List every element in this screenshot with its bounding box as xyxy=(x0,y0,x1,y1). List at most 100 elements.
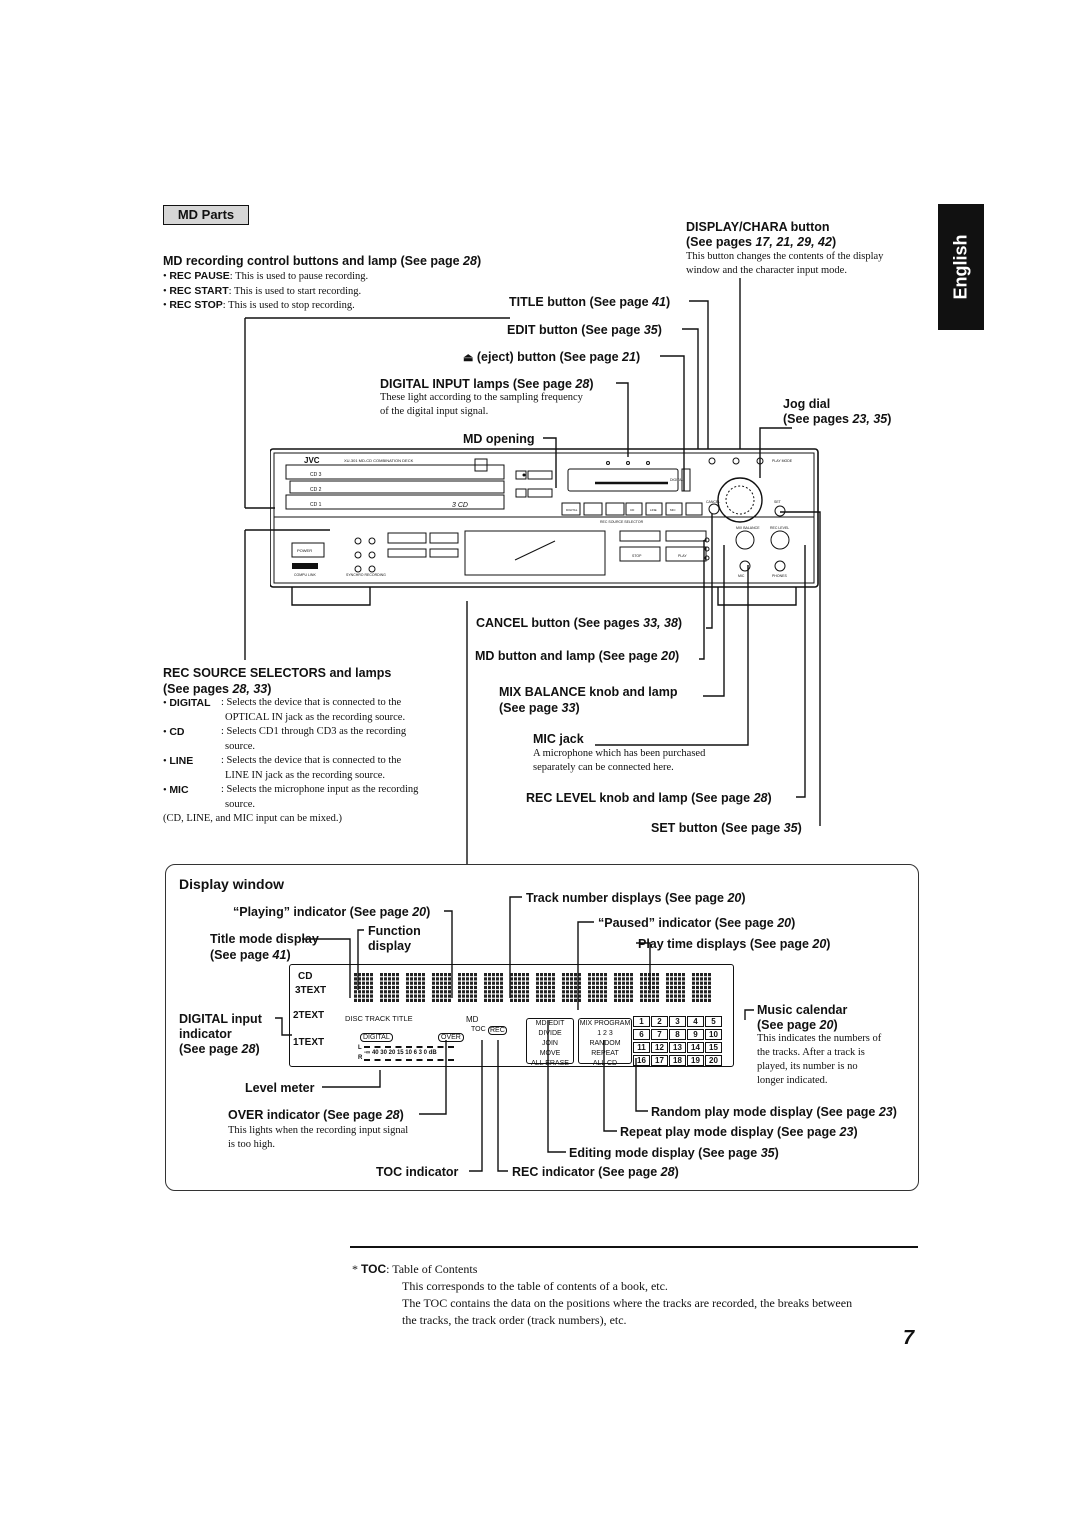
svg-text:STOP: STOP xyxy=(632,554,642,558)
svg-text:3 CD: 3 CD xyxy=(452,502,468,509)
toc-indicator-label: TOC indicator xyxy=(376,1165,459,1179)
title-button-label: TITLE button (See page 41) xyxy=(509,295,671,309)
jog-dial-pages: (See pages 23, 35) xyxy=(783,412,892,426)
display-chara-desc: This button changes the contents of the … xyxy=(686,251,884,276)
calendar-cell: 12 xyxy=(651,1042,668,1053)
level-meter-label: Level meter xyxy=(245,1081,315,1095)
random-play-label: Random play mode display (See page 23) xyxy=(651,1105,897,1119)
set-button-label: SET button (See page 35) xyxy=(651,821,802,835)
svg-text:XU-301 MD-CD COMBINATION DECK: XU-301 MD-CD COMBINATION DECK xyxy=(344,458,414,463)
md-cd-deck-illustration: JVC XU-301 MD-CD COMBINATION DECK CD 3 C… xyxy=(270,448,819,606)
svg-text:SYNCHRO RECORDING: SYNCHRO RECORDING xyxy=(346,573,386,577)
rec-source-item: • DIGITAL: Selects the device that is co… xyxy=(163,697,402,709)
lcd-meter-r: R xyxy=(358,1055,363,1061)
display-window-panel xyxy=(165,864,919,1191)
rec-source-item: • CD: Selects CD1 through CD3 as the rec… xyxy=(163,726,407,738)
music-calendar-heading: Music calendar xyxy=(757,1003,848,1017)
calendar-cell: 7 xyxy=(651,1029,668,1040)
calendar-cell: 11 xyxy=(633,1042,650,1053)
svg-text:COMPU LINK: COMPU LINK xyxy=(294,573,316,577)
svg-text:DIGITAL: DIGITAL xyxy=(566,508,578,512)
over-indicator-desc: This lights when the recording input sig… xyxy=(228,1125,409,1150)
function-display-label-2: display xyxy=(368,939,412,953)
rec-stop-item: • REC STOP: This is used to stop recordi… xyxy=(163,299,355,311)
lcd-rec: REC xyxy=(488,1026,507,1035)
edit-button-label: EDIT button (See page 35) xyxy=(507,323,662,337)
digital-input-page: (See page 28) xyxy=(179,1042,260,1056)
paused-indicator-label: “Paused” indicator (See page 20) xyxy=(598,916,796,930)
lcd-text1: 1TEXT xyxy=(293,1037,325,1048)
rec-source-heading: REC SOURCE SELECTORS and lamps xyxy=(163,666,392,680)
track-number-label: Track number displays (See page 20) xyxy=(526,891,746,905)
calendar-cell: 2 xyxy=(651,1016,668,1027)
lcd-disc-track-title: DISC TRACK TITLE xyxy=(345,1014,413,1023)
calendar-cell: 10 xyxy=(705,1029,722,1040)
calendar-cell: 4 xyxy=(687,1016,704,1027)
digital-input-lamps-label: DIGITAL INPUT lamps (See page 28) xyxy=(380,377,594,391)
lcd-meter-scale: -∞ 40 30 20 15 10 6 3 0 dB xyxy=(364,1050,437,1056)
svg-text:SET: SET xyxy=(774,500,782,504)
lcd-meter-l: L xyxy=(358,1045,362,1051)
svg-text:MIX BALANCE: MIX BALANCE xyxy=(736,526,760,530)
music-calendar-desc: This indicates the numbers of the tracks… xyxy=(757,1033,882,1086)
title-mode-heading: Title mode display xyxy=(210,932,319,946)
svg-text:MIC: MIC xyxy=(738,574,745,578)
display-window-title: Display window xyxy=(179,876,285,892)
mix-balance-heading: MIX BALANCE knob and lamp xyxy=(499,685,678,699)
footnote-rule xyxy=(350,1246,918,1248)
function-display-label: Function xyxy=(368,924,421,938)
lcd-segments xyxy=(354,973,711,1002)
calendar-cell: 9 xyxy=(687,1029,704,1040)
lcd-digital: DIGITAL xyxy=(360,1033,393,1042)
svg-text:REC SOURCE SELECTOR: REC SOURCE SELECTOR xyxy=(600,520,644,524)
playing-indicator-label: “Playing” indicator (See page 20) xyxy=(233,905,431,919)
display-chara-heading: DISPLAY/CHARA button xyxy=(686,220,830,234)
calendar-cell: 8 xyxy=(669,1029,686,1040)
lcd-text2: 2TEXT xyxy=(293,1010,325,1021)
svg-text:PHONES: PHONES xyxy=(772,574,787,578)
rec-source-list: • DIGITAL: Selects the device that is co… xyxy=(163,697,419,824)
digital-input-heading: DIGITAL input xyxy=(179,1012,262,1026)
rec-source-item: • MIC: Selects the microphone input as t… xyxy=(163,784,419,796)
lcd-over: OVER xyxy=(438,1033,464,1042)
svg-text:CD: CD xyxy=(630,508,635,512)
toc-note-line1: * TOC: Table of Contents xyxy=(352,1262,478,1276)
calendar-cell: 18 xyxy=(669,1055,686,1066)
rec-indicator-label: REC indicator (See page 28) xyxy=(512,1165,679,1179)
calendar-cell: 15 xyxy=(705,1042,722,1053)
toc-note-line4: the tracks, the track order (track numbe… xyxy=(402,1313,627,1327)
svg-text:DIGITAL: DIGITAL xyxy=(670,478,683,482)
cancel-button-label: CANCEL button (See pages 33, 38) xyxy=(476,616,683,630)
lcd-cd: CD xyxy=(298,971,313,982)
calendar-cell: 3 xyxy=(669,1016,686,1027)
mic-jack-label: MIC jack xyxy=(533,732,584,746)
calendar-cell: 1 xyxy=(633,1016,650,1027)
over-indicator-label: OVER indicator (See page 28) xyxy=(228,1108,404,1122)
calendar-cell: 6 xyxy=(633,1029,650,1040)
svg-text:PLAY MODE: PLAY MODE xyxy=(772,459,793,463)
digital-input-lamps-desc: These light according to the sampling fr… xyxy=(380,392,583,417)
music-calendar-page: (See page 20) xyxy=(757,1018,838,1032)
eject-button-label: ⏏ (eject) button (See page 21) xyxy=(463,350,641,364)
digital-input-indicator: indicator xyxy=(179,1027,232,1041)
calendar-cell: 20 xyxy=(705,1055,722,1066)
play-time-label: Play time displays (See page 20) xyxy=(638,937,831,951)
calendar-cell: 14 xyxy=(687,1042,704,1053)
rec-source-pages: (See pages 28, 33) xyxy=(163,682,272,696)
mix-balance-page: (See page 33) xyxy=(499,701,580,715)
toc-note-line2: This corresponds to the table of content… xyxy=(402,1279,668,1293)
svg-text:REC LEVEL: REC LEVEL xyxy=(770,526,789,530)
md-button-label: MD button and lamp (See page 20) xyxy=(475,649,680,663)
calendar-cell: 17 xyxy=(651,1055,668,1066)
editing-mode-label: Editing mode display (See page 35) xyxy=(569,1146,779,1160)
lcd-meter-bar-l xyxy=(364,1046,454,1051)
rec-start-item: • REC START: This is used to start recor… xyxy=(163,285,362,297)
lcd-mix-program-box: MIX PROGRAM 1 2 3 RANDOM REPEAT ALL CD xyxy=(578,1018,632,1067)
svg-text:CD 1: CD 1 xyxy=(310,502,322,508)
title-mode-page: (See page 41) xyxy=(210,948,291,962)
svg-text:POWER: POWER xyxy=(297,548,312,553)
